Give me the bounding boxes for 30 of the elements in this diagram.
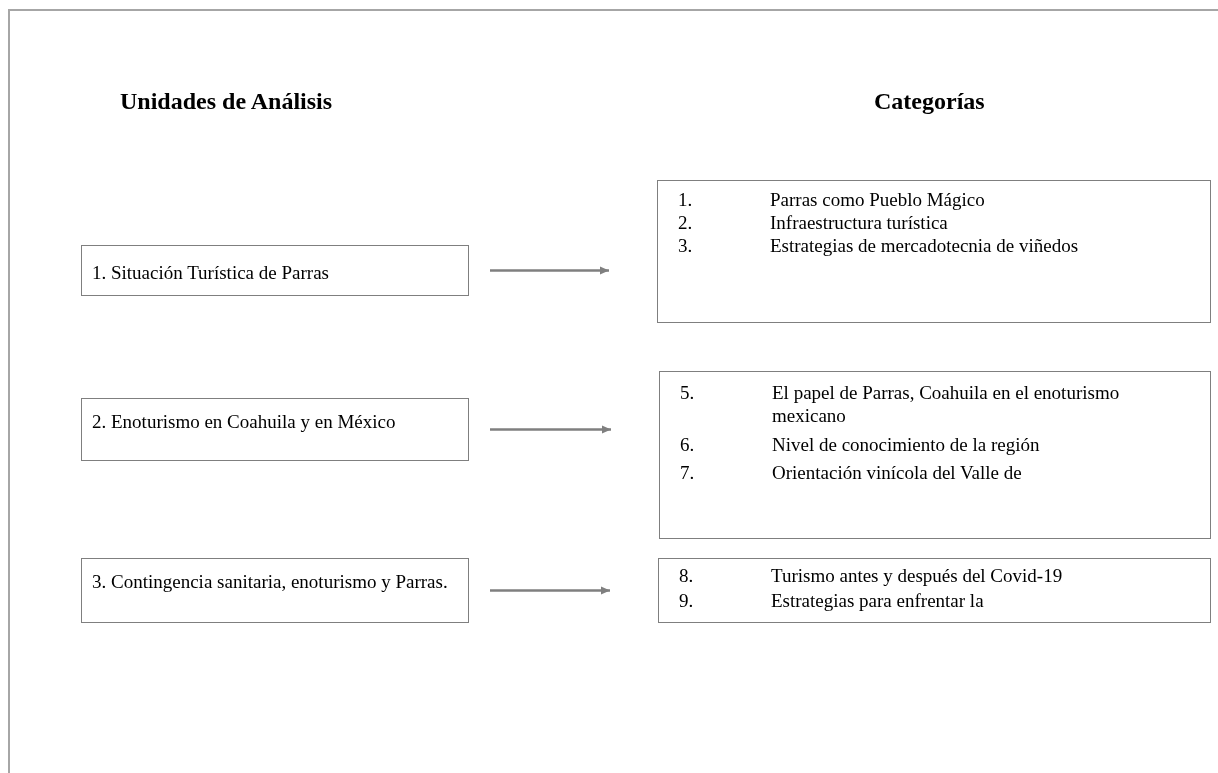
arrow	[490, 586, 610, 595]
category-text: Parras como Pueblo Mágico	[770, 189, 986, 212]
category-text: Estrategias de mercadotecnia de viñedos	[770, 234, 1080, 258]
list-number: 7.	[680, 462, 696, 486]
category-text: Nivel de conocimiento de la región	[772, 433, 1041, 457]
category-text: Orientación vinícola del Valle de	[772, 462, 1023, 486]
unit-text: 1. Situación Turística de Parras	[91, 261, 330, 285]
list-number: 5.	[680, 382, 696, 405]
arrow	[490, 425, 611, 434]
list-number: 8.	[679, 565, 695, 588]
unit-text: 3. Contingencia sanitaria, enoturismo y Parras.	[91, 570, 449, 594]
unit-box	[81, 398, 469, 461]
category-box	[657, 180, 1211, 323]
category-text: Estrategias para enfrentar la	[771, 589, 985, 613]
category-box	[659, 371, 1211, 539]
list-number: 6.	[680, 433, 696, 457]
category-text: Turismo antes y después del Covid-19	[771, 565, 1064, 588]
list-number: 3.	[678, 234, 694, 258]
unit-box	[81, 558, 469, 623]
unit-box	[81, 245, 469, 296]
list-number: 9.	[679, 589, 695, 613]
category-box	[658, 558, 1211, 623]
unit-text: 2. Enoturismo en Coahuila y en México	[91, 410, 397, 434]
category-text: Infraestructura turística	[770, 211, 949, 235]
list-number: 1.	[678, 189, 694, 212]
arrow	[490, 266, 609, 275]
category-text: El papel de Parras, Coahuila en el enoturismo mexicano	[772, 382, 1121, 428]
column-heading: Unidades de Análisis	[120, 88, 333, 115]
list-number: 2.	[678, 211, 694, 235]
column-heading: Categorías	[874, 88, 985, 115]
